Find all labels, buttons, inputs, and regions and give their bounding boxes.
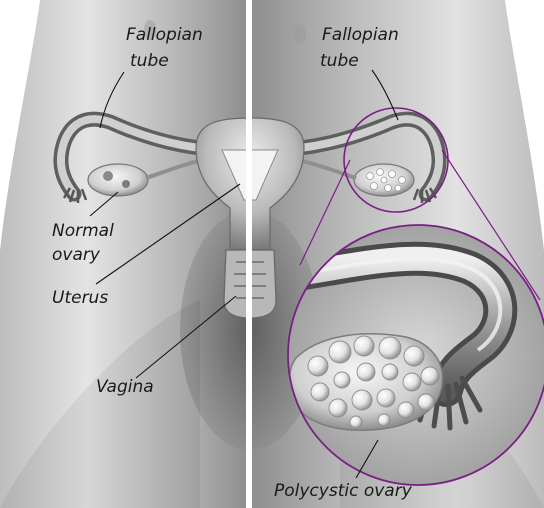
label-fallopian-left-1: Fallopian <box>126 25 203 45</box>
label-polycystic-ovary: Polycystic ovary <box>274 481 413 501</box>
label-normal-ovary-2: ovary <box>52 245 101 265</box>
normal-ovary-shape <box>88 164 148 196</box>
label-normal-ovary-1: Normal <box>52 221 114 241</box>
label-uterus: Uterus <box>52 288 108 308</box>
label-vagina: Vagina <box>96 377 154 397</box>
label-fallopian-left-2: tube <box>130 51 169 71</box>
label-fallopian-right-2: tube <box>320 51 359 71</box>
center-divider <box>246 0 252 508</box>
label-fallopian-right-1: Fallopian <box>322 25 399 45</box>
